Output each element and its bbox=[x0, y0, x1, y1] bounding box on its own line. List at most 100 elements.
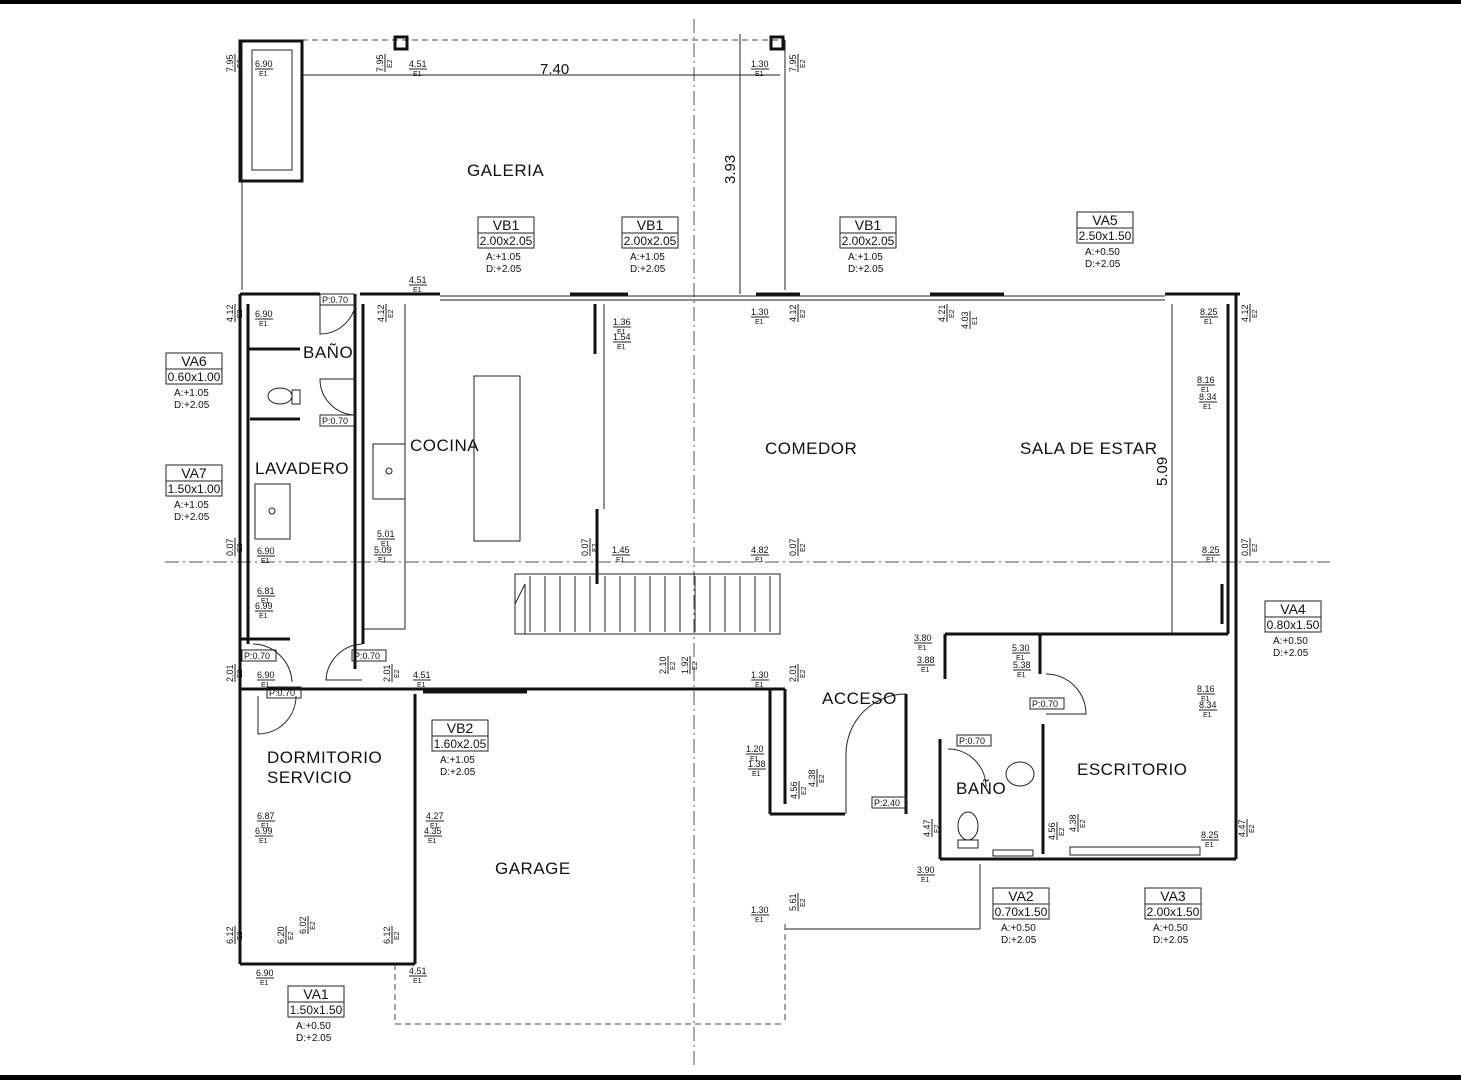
opening-sill-height: A:+1.05 bbox=[848, 252, 883, 263]
level-value: 7.95 bbox=[225, 54, 235, 72]
dim-depth-galeria: 3.93 bbox=[722, 155, 739, 184]
level-ref: E2 bbox=[1252, 309, 1259, 318]
door-tag-box bbox=[351, 649, 387, 662]
opening-size: 2.50x1.50 bbox=[1079, 229, 1132, 243]
level-ref: E2 bbox=[237, 931, 244, 940]
level-ref: E1 bbox=[752, 771, 761, 778]
level-value: 1.30 bbox=[751, 905, 769, 915]
level-ref: E1 bbox=[1201, 696, 1210, 703]
opening-head-height: D:+2.05 bbox=[1153, 935, 1189, 946]
level-value: 2.01 bbox=[382, 664, 392, 682]
opening-code: VA3 bbox=[1160, 888, 1186, 904]
level-ref: E1 bbox=[413, 978, 422, 985]
opening-code: VA4 bbox=[1280, 601, 1306, 617]
opening-size-box bbox=[621, 232, 679, 249]
level-value: 6.90 bbox=[256, 968, 274, 978]
opening-sill-height: A:+1.05 bbox=[440, 755, 475, 766]
level-value: 0.07 bbox=[788, 538, 798, 556]
opening-size: 0.70x1.50 bbox=[995, 905, 1048, 919]
door-tag-box bbox=[241, 649, 277, 662]
level-ref: E1 bbox=[413, 71, 422, 78]
level-value: 4.56 bbox=[1047, 822, 1057, 840]
level-ref: E1 bbox=[750, 756, 759, 763]
opening-sill-height: A:+0.50 bbox=[1085, 247, 1120, 258]
opening-head-height: D:+2.05 bbox=[848, 264, 884, 275]
door-tag: P:2.40 bbox=[874, 798, 900, 808]
room-escritorio: ESCRITORIO bbox=[1077, 760, 1187, 779]
room-garage: GARAGE bbox=[495, 859, 571, 878]
level-ref: E2 bbox=[237, 543, 244, 552]
level-value: 6.99 bbox=[255, 826, 273, 836]
opening-size: 1.60x2.05 bbox=[434, 737, 487, 751]
staircase bbox=[514, 573, 781, 635]
opening-sill-height: A:+0.50 bbox=[1153, 923, 1188, 934]
level-value: 0.07 bbox=[580, 538, 590, 556]
level-value: 4.35 bbox=[424, 826, 442, 836]
level-ref: E1 bbox=[259, 613, 268, 620]
opening-sill-height: A:+1.05 bbox=[174, 500, 209, 511]
level-value: 6.90 bbox=[255, 59, 273, 69]
opening-code: VA1 bbox=[303, 986, 329, 1002]
level-ref: E1 bbox=[1017, 672, 1026, 679]
toilet-1 bbox=[267, 387, 293, 405]
opening-size: 2.00x1.50 bbox=[1147, 905, 1200, 919]
level-ref: E2 bbox=[310, 921, 317, 930]
level-value: 2.01 bbox=[788, 664, 798, 682]
level-ref: E1 bbox=[921, 667, 930, 674]
toilet-2 bbox=[957, 811, 979, 841]
door-swing bbox=[325, 643, 363, 681]
door-tag-box bbox=[871, 796, 907, 809]
dim-width: 7.40 bbox=[540, 61, 569, 78]
level-value: 7.95 bbox=[788, 54, 798, 72]
level-ref: E2 bbox=[819, 774, 826, 783]
door-swing-main bbox=[845, 693, 907, 814]
level-ref: E1 bbox=[616, 557, 625, 564]
level-ref: E2 bbox=[670, 661, 677, 670]
opening-code: VB1 bbox=[637, 217, 664, 233]
level-ref: E2 bbox=[288, 931, 295, 940]
room-lavadero: LAVADERO bbox=[255, 459, 349, 478]
level-value: 4.47 bbox=[1237, 819, 1247, 837]
level-ref: E2 bbox=[394, 931, 401, 940]
level-value: 0.07 bbox=[225, 538, 235, 556]
level-ref: E2 bbox=[592, 543, 599, 552]
opening-code: VA7 bbox=[181, 465, 207, 481]
level-value: 1.45 bbox=[612, 545, 630, 555]
level-ref: E1 bbox=[1206, 557, 1215, 564]
level-ref: E1 bbox=[261, 823, 270, 830]
door-tag: P:0.70 bbox=[244, 651, 270, 661]
toilet-tank bbox=[291, 389, 301, 405]
level-ref: E1 bbox=[413, 287, 422, 294]
level-value: 6.99 bbox=[255, 601, 273, 611]
level-value: 6.02 bbox=[298, 916, 308, 934]
level-value: 2.10 bbox=[658, 656, 668, 674]
